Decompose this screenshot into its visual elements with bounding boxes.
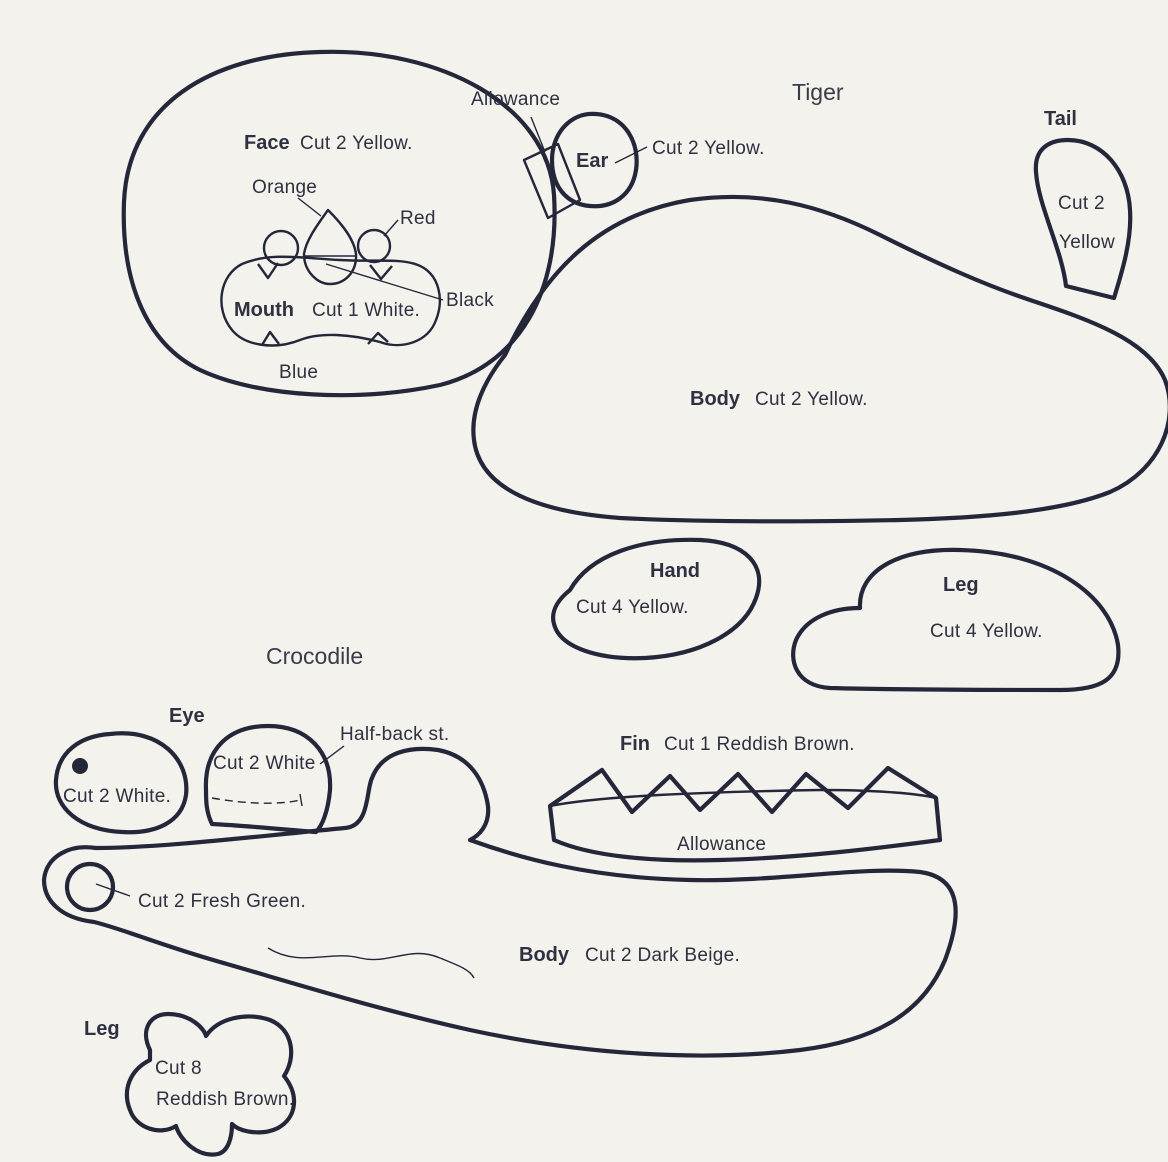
tiger-mouth-tooth-bottom-left xyxy=(260,330,280,346)
crocodile-leg-name: Leg xyxy=(84,1018,120,1040)
crocodile-eye-pupil xyxy=(72,758,88,774)
tiger-leg-outline xyxy=(791,547,1121,693)
crocodile-title: Crocodile xyxy=(266,643,363,669)
tiger-leg-name: Leg xyxy=(943,574,979,596)
crocodile-leg-cut-line1: Cut 8 xyxy=(155,1058,202,1079)
tiger-tail-cut-line2: Yellow xyxy=(1059,232,1115,253)
tiger-eye-left xyxy=(262,229,300,267)
tiger-tail-name: Tail xyxy=(1044,108,1077,130)
tiger-tail-outline xyxy=(1033,137,1133,301)
crocodile-body-cut: Cut 2 Dark Beige. xyxy=(585,945,740,966)
tiger-tail-cut-line1: Cut 2 xyxy=(1058,193,1105,214)
tiger-mouth-tooth-right xyxy=(369,264,393,281)
tiger-mouth-cut: Cut 1 White. xyxy=(312,300,420,321)
crocodile-fin-name: Fin xyxy=(620,733,650,755)
tiger-hand-name: Hand xyxy=(650,560,700,582)
crocodile-eye-socket xyxy=(64,861,116,913)
tiger-allowance-label: Allowance xyxy=(471,89,560,110)
tiger-face-cut: Cut 2 Yellow. xyxy=(300,133,413,154)
tiger-ear-allowance xyxy=(522,142,582,220)
crocodile-leg-cut-line2: Reddish Brown. xyxy=(156,1089,294,1110)
crocodile-mouth-line xyxy=(267,947,475,979)
crocodile-fin-allowance-label: Allowance xyxy=(677,834,766,855)
tiger-mouth-tooth-bottom-right xyxy=(367,331,389,345)
tiger-label-orange: Orange xyxy=(252,177,317,198)
tiger-title: Tiger xyxy=(792,79,844,105)
crocodile-body-outline xyxy=(41,746,958,1058)
crocodile-body-name: Body xyxy=(519,944,570,966)
tiger-nose xyxy=(302,208,358,286)
crocodile-eye-cut-a: Cut 2 White. xyxy=(63,786,171,807)
tiger-label-black: Black xyxy=(446,290,494,311)
tiger-label-red: Red xyxy=(400,208,436,229)
crocodile-eye-cut-b: Cut 2 White xyxy=(213,753,316,774)
crocodile-fin-outline xyxy=(547,765,943,863)
tiger-body-outline xyxy=(471,194,1168,524)
crocodile-eye-outline-b xyxy=(203,723,333,835)
tiger-hand-cut: Cut 4 Yellow. xyxy=(576,597,689,618)
tiger-ear-cut: Cut 2 Yellow. xyxy=(652,138,765,159)
crocodile-eye-outline-a xyxy=(53,731,189,835)
crocodile-eye-stitch-line xyxy=(211,797,301,804)
crocodile-leg-outline xyxy=(124,1011,297,1157)
tiger-eye-right xyxy=(356,228,392,264)
tiger-leg-cut: Cut 4 Yellow. xyxy=(930,621,1043,642)
tiger-face-outline xyxy=(121,49,557,398)
tiger-body-name: Body xyxy=(690,388,741,410)
tiger-body-cut: Cut 2 Yellow. xyxy=(755,389,868,410)
tiger-label-blue: Blue xyxy=(279,362,318,383)
tiger-face-name: Face xyxy=(244,132,290,154)
tiger-mouth-name: Mouth xyxy=(234,299,294,321)
tiger-mouth-outline xyxy=(220,255,441,347)
tiger-ear-name: Ear xyxy=(576,150,608,172)
crocodile-fin-cut: Cut 1 Reddish Brown. xyxy=(664,734,855,755)
crocodile-half-back-stitch: Half-back st. xyxy=(340,724,450,745)
tiger-ear-outline xyxy=(549,111,639,209)
tiger-mouth-tooth-left xyxy=(257,262,279,280)
crocodile-eye-circle-cut: Cut 2 Fresh Green. xyxy=(138,891,306,912)
crocodile-eye-name: Eye xyxy=(169,705,205,727)
tiger-hand-outline xyxy=(551,537,762,661)
